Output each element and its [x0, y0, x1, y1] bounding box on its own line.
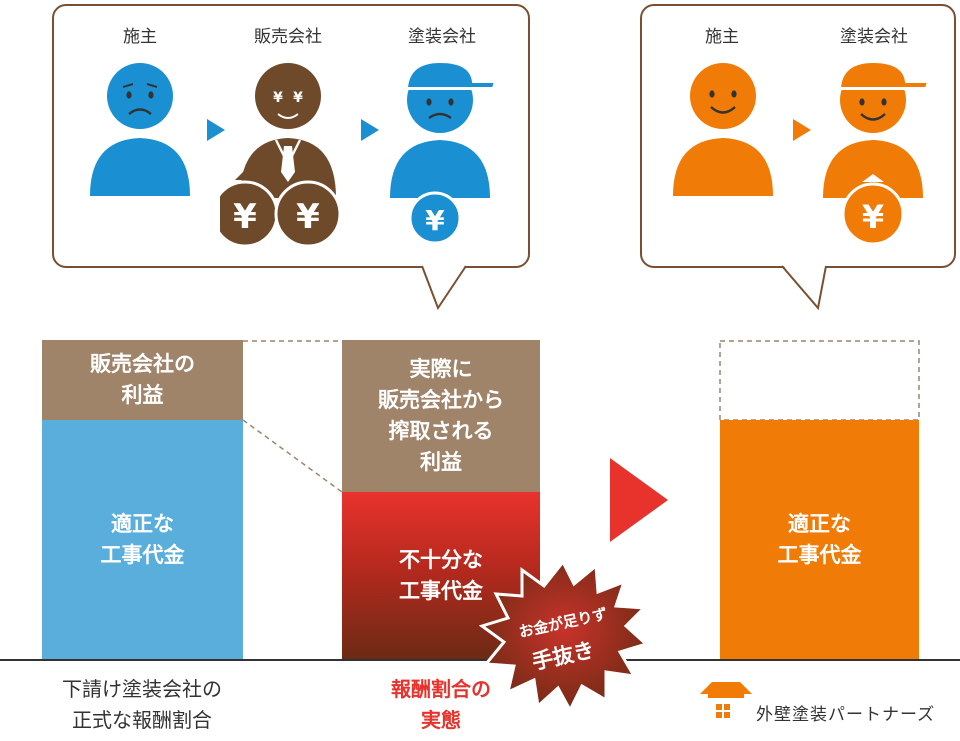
- starburst-badge: [478, 560, 648, 712]
- svg-text:¥: ¥: [273, 90, 283, 106]
- label-painting-company: 塗装会社: [408, 27, 476, 47]
- label-sales-company: 販売会社: [254, 27, 322, 47]
- sad-client-icon: [90, 63, 190, 196]
- sales-company-person-icon: ¥ ¥ ¥ ¥: [220, 63, 342, 248]
- svg-text:¥: ¥: [296, 197, 320, 237]
- svg-text:¥: ¥: [293, 90, 303, 106]
- happy-client-icon: [673, 63, 773, 196]
- label-painting-company-right: 塗装会社: [840, 27, 908, 47]
- caption-actual-ratio: 報酬割合の 実態: [391, 677, 491, 732]
- speech-bubble-right-tail: [781, 264, 827, 311]
- arrow-right-icon: [207, 119, 225, 141]
- logo-text: 外壁塗装パートナーズ: [756, 705, 936, 725]
- arrow-right-icon: [361, 119, 379, 141]
- fair-cost-bar: 適正な 工事代金: [42, 420, 243, 660]
- svg-text:¥: ¥: [233, 197, 257, 237]
- svg-text:¥: ¥: [862, 198, 884, 236]
- big-arrow-right-icon: [610, 458, 668, 542]
- insufficient-cost-bar: 不十分な 工事代金: [342, 492, 540, 660]
- label-client-right: 施主: [705, 27, 739, 47]
- logo-house-icon: [700, 682, 752, 718]
- arrow-right-icon: [793, 119, 811, 141]
- label-client: 施主: [123, 27, 157, 47]
- exploited-profit-bar: 実際に 販売会社から 搾取される 利益: [342, 340, 540, 492]
- sad-painter-icon: ¥: [390, 60, 497, 245]
- caption-formal-ratio: 下請け塗装会社の 正式な報酬割合: [62, 677, 222, 732]
- sales-profit-bar: 販売会社の 利益: [42, 340, 243, 420]
- happy-painter-icon: ¥: [823, 60, 930, 246]
- fair-cost-bar-right: 適正な 工事代金: [720, 420, 919, 660]
- baseline: [0, 659, 960, 661]
- svg-text:¥: ¥: [425, 204, 445, 237]
- speech-bubble-left-tail: [421, 264, 467, 311]
